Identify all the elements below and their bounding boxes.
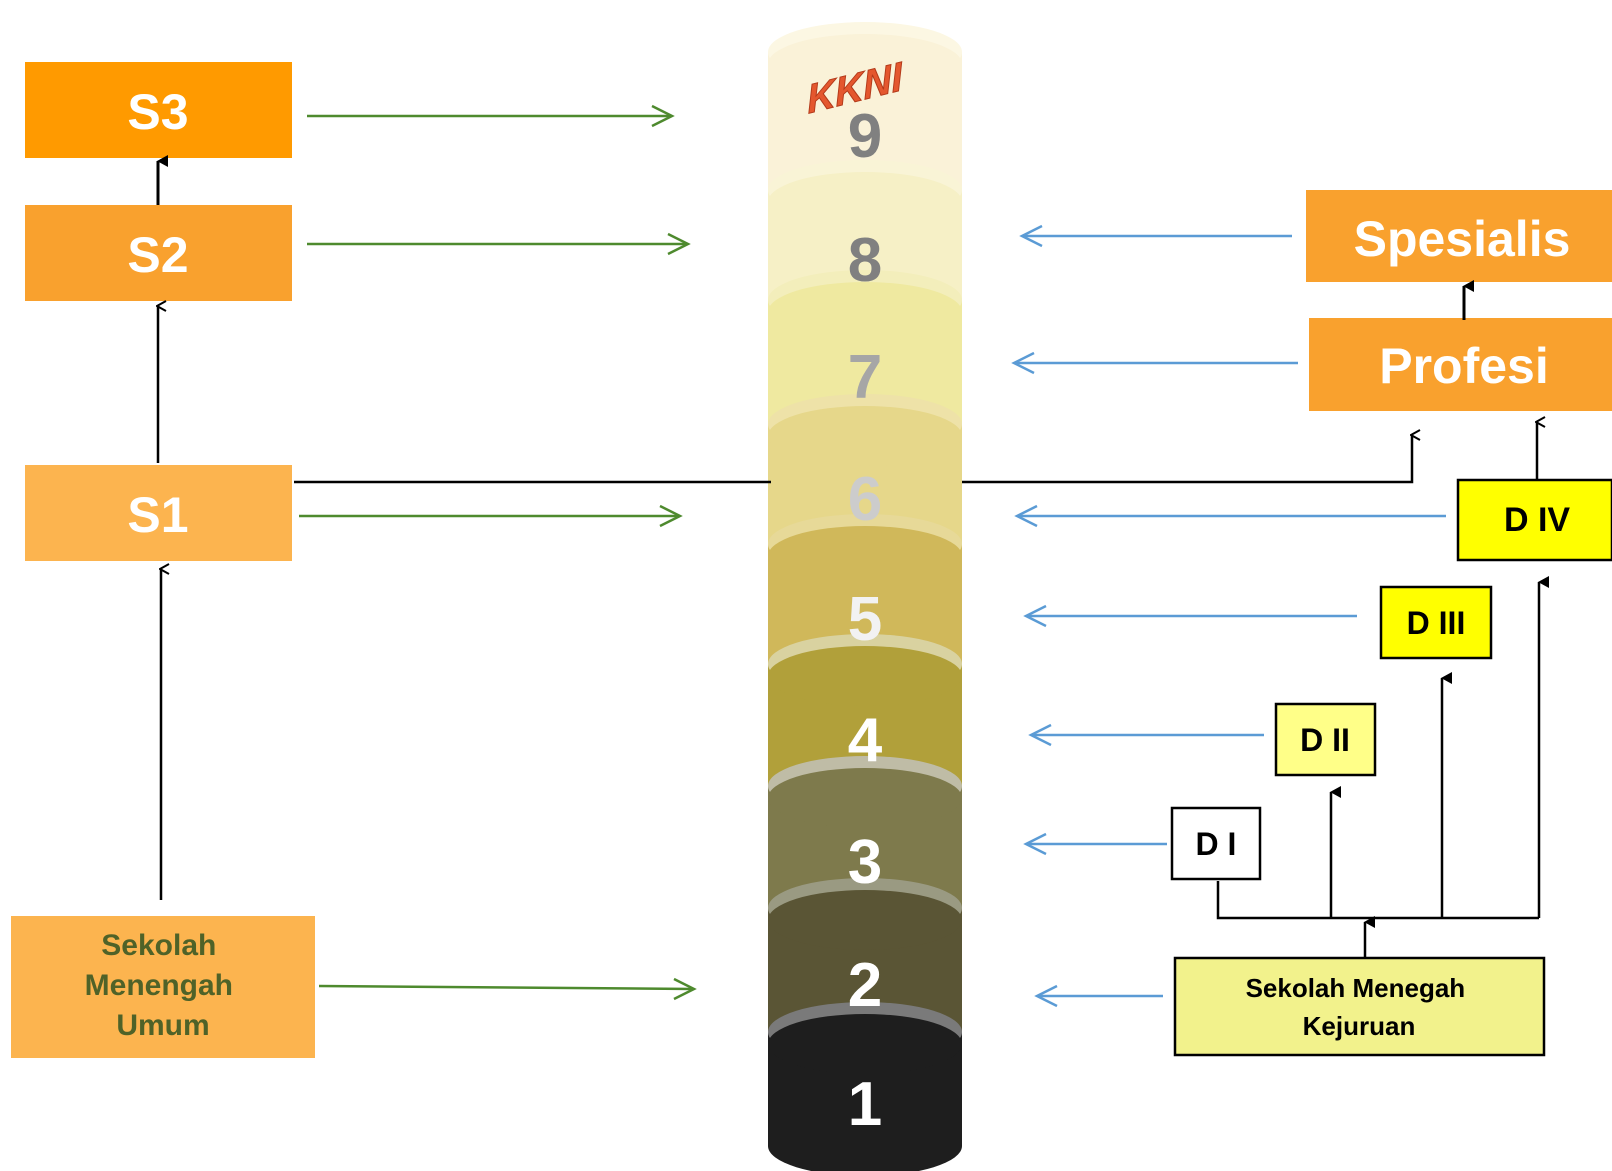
academic-column: S3 S2 S1 Sekolah Menengah Umum [11, 62, 697, 1058]
kkni-level-5-label: 5 [848, 585, 882, 654]
d2-label: D II [1300, 722, 1350, 758]
arrow-d2-to-level-4 [1028, 723, 1264, 747]
arrow-s2-to-level-8 [307, 232, 691, 256]
profesi-label: Profesi [1379, 338, 1549, 394]
level-6-connector [294, 435, 1412, 484]
smu-line-3: Umum [116, 1009, 209, 1042]
s1-label: S1 [127, 487, 188, 543]
d1-label: D I [1196, 826, 1237, 862]
arrow-smk-to-level-2 [1034, 984, 1163, 1008]
d4-box[interactable] [1456, 478, 1612, 562]
s2-box[interactable] [25, 205, 292, 301]
vocational-arrows [1011, 224, 1446, 1008]
smk-line-1: Sekolah Menegah [1246, 973, 1466, 1003]
sekolah-menengah-umum-box[interactable] [11, 916, 315, 1058]
vocational-column: Spesialis Profesi D IV D III D II D I Se… [1011, 190, 1612, 1057]
s2-label: S2 [127, 227, 188, 283]
kkni-level-7-label: 7 [848, 343, 882, 412]
arrow-s1-to-level-6 [299, 504, 683, 528]
d3-box[interactable] [1379, 585, 1493, 660]
academic-arrows [299, 104, 697, 1001]
smk-box[interactable] [1173, 956, 1546, 1057]
kkni-level-8-label: 8 [848, 226, 882, 295]
d2-box[interactable] [1274, 702, 1377, 777]
kkni-level-6-label: 6 [848, 465, 882, 534]
arrow-d3-to-level-5 [1023, 604, 1357, 628]
smk-branch-bus [1216, 881, 1539, 920]
smk-branch-connectors [1216, 576, 1549, 958]
arrow-s3-to-level-9 [307, 104, 675, 128]
profesi-box[interactable] [1309, 318, 1612, 411]
s3-label: S3 [127, 84, 188, 140]
arrow-smu-to-level-2 [318, 977, 697, 1001]
s1-box[interactable] [25, 465, 292, 561]
kkni-level-1-label: 1 [848, 1070, 882, 1139]
arrow-spesialis-to-level-8 [1019, 224, 1292, 248]
arrow-profesi-to-level-7 [1011, 351, 1298, 375]
smu-line-2: Menengah [85, 969, 233, 1002]
kkni-cylinder [768, 22, 962, 1171]
spesialis-box[interactable] [1306, 190, 1612, 282]
smk-line-2: Kejuruan [1303, 1011, 1416, 1041]
arrow-d1-to-level-3 [1023, 832, 1167, 856]
s3-box[interactable] [25, 62, 292, 158]
kkni-levels: 1 2 3 4 5 6 7 8 9 [848, 102, 883, 1139]
d3-label: D III [1407, 605, 1466, 641]
arrow-d4-to-level-6 [1014, 504, 1446, 528]
spesialis-label: Spesialis [1354, 211, 1571, 267]
smu-line-1: Sekolah [101, 929, 216, 962]
kkni-level-2-label: 2 [848, 951, 882, 1020]
kkni-level-9-label: 9 [848, 102, 882, 171]
d4-label: D IV [1504, 501, 1570, 539]
smk-label: Sekolah Menegah Kejuruan [1246, 973, 1473, 1041]
kkni-segment-1 [768, 1002, 962, 1171]
kkni-level-3-label: 3 [848, 828, 882, 897]
sekolah-menengah-umum-label: Sekolah Menengah Umum [85, 929, 242, 1042]
kkni-level-4-label: 4 [848, 706, 883, 775]
d1-box[interactable] [1170, 806, 1262, 881]
